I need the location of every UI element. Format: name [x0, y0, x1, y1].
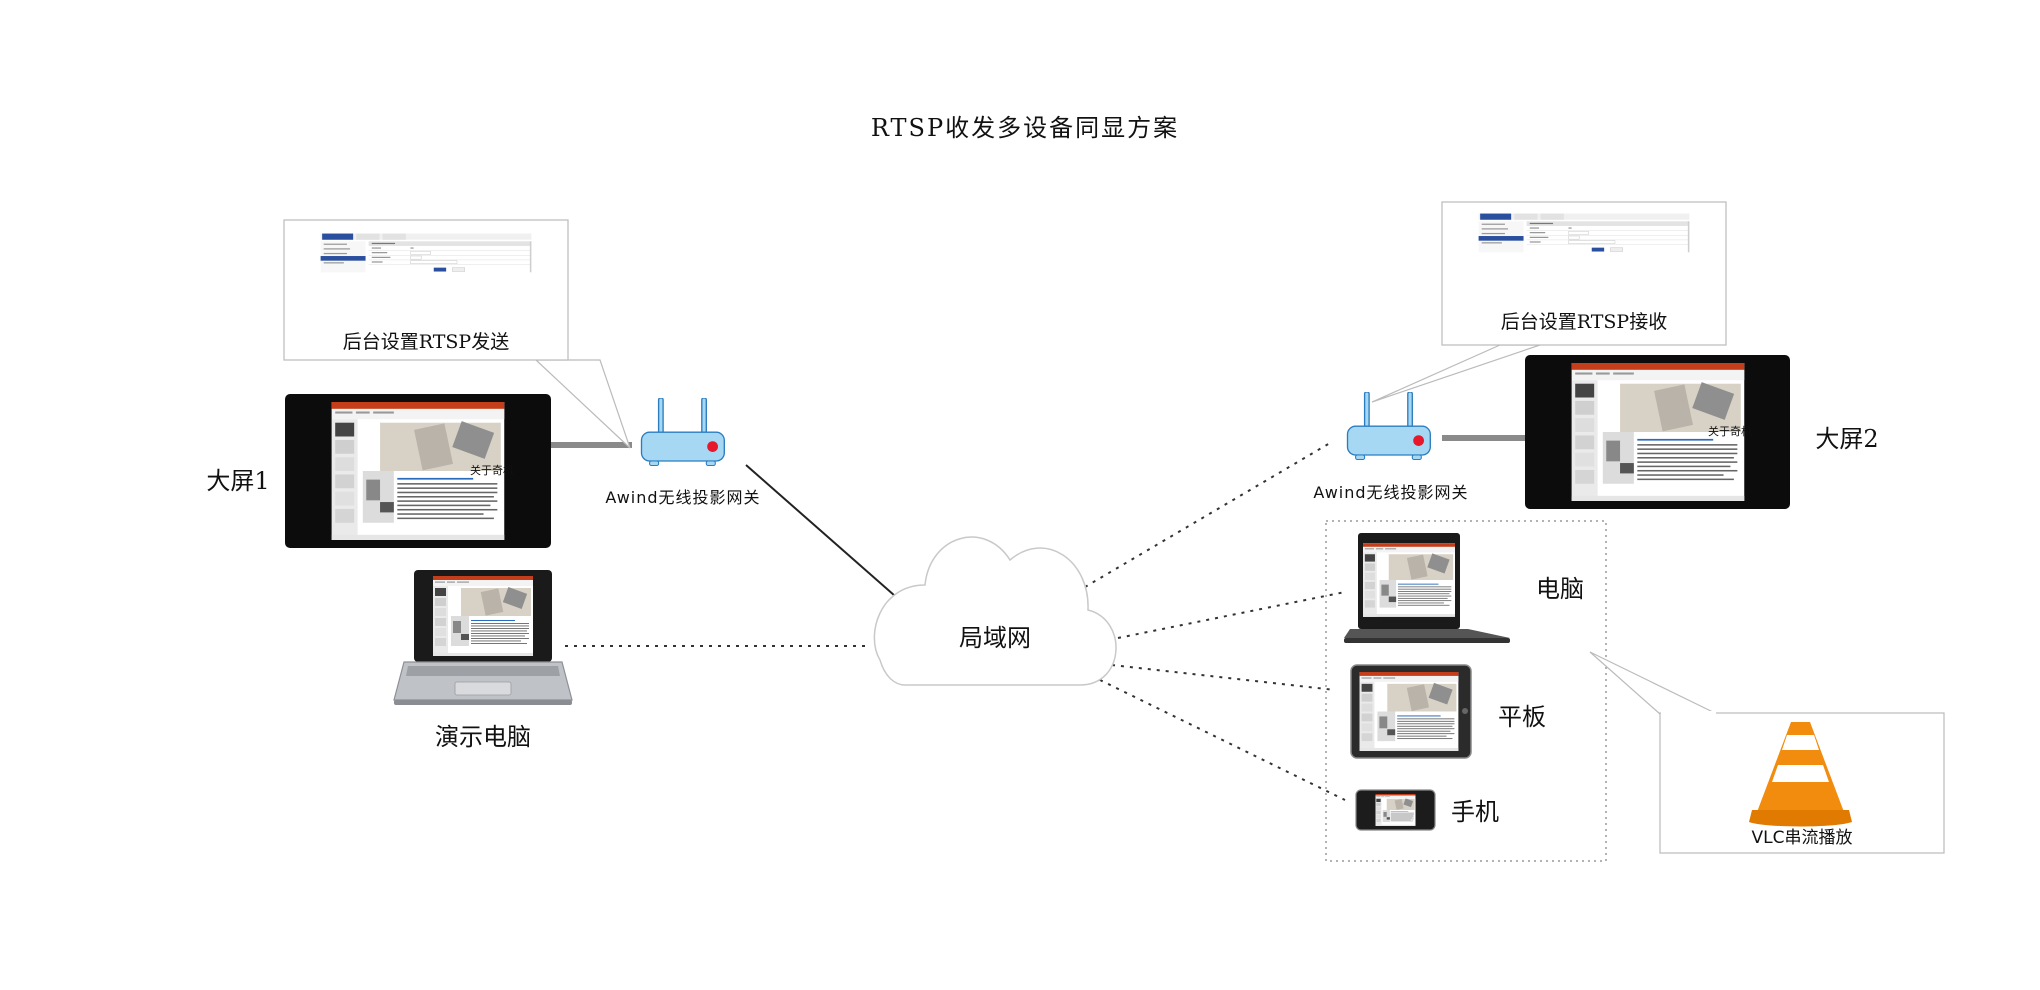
link-cloud-phone [1099, 679, 1346, 801]
client-pc-label: 电脑 [1536, 575, 1584, 603]
presentation-laptop: 演示电脑 [393, 570, 573, 751]
client-phone-label: 手机 [1451, 798, 1499, 826]
diagram-title: RTSP收发多设备同显方案 [871, 114, 1179, 142]
gateway-1: Awind无线投影网关 [605, 398, 760, 507]
vlc-label: VLC串流播放 [1752, 828, 1853, 848]
laptop-icon [1344, 533, 1510, 643]
cloud-icon [873, 536, 1117, 686]
client-tablet-label: 平板 [1498, 703, 1546, 731]
admin-panel-screenshot [317, 232, 535, 294]
link-router1-cloud [745, 464, 904, 604]
callout-sender-label: 后台设置RTSP发送 [343, 331, 509, 353]
router-icon [640, 398, 726, 467]
slide-heading: 关于奇机 [470, 463, 514, 477]
client-phone: 手机 [1355, 789, 1499, 831]
gateway-2: Awind无线投影网关 [1313, 392, 1468, 502]
connections [549, 435, 1528, 801]
big-screen-1-label: 大屏1 [206, 467, 269, 495]
link-cloud-router2 [1084, 442, 1331, 588]
client-tablet: 平板 [1350, 664, 1546, 759]
client-pc: 电脑 [1344, 533, 1584, 643]
vlc-cone-icon [1749, 722, 1852, 827]
big-screen-2-label: 大屏2 [1815, 425, 1878, 453]
big-screen-2: 关于奇机 大屏2 [1525, 355, 1879, 509]
router-icon [1346, 392, 1432, 461]
tablet-icon [1350, 664, 1472, 759]
client-group-frame [1325, 520, 1607, 862]
gateway-1-label: Awind无线投影网关 [605, 488, 760, 507]
callout-receiver: 后台设置RTSP接收 [1371, 201, 1727, 403]
admin-panel-screenshot-2 [1475, 212, 1693, 274]
vlc-callout: VLC串流播放 [1589, 651, 1945, 854]
phone-icon [1355, 789, 1436, 831]
presentation-laptop-label: 演示电脑 [435, 723, 531, 751]
callout-receiver-label: 后台设置RTSP接收 [1501, 311, 1667, 333]
callout-sender: 后台设置RTSP发送 [283, 219, 631, 449]
lan-label: 局域网 [959, 624, 1031, 652]
link-cloud-tablet [1111, 664, 1336, 691]
slide-heading-2: 关于奇机 [1708, 424, 1752, 438]
link-cloud-pc [1117, 591, 1346, 639]
lan-cloud: 局域网 [873, 536, 1117, 686]
gateway-2-label: Awind无线投影网关 [1313, 483, 1468, 502]
client-devices: 电脑 平板 手机 [1325, 520, 1607, 862]
laptop-icon [393, 570, 573, 705]
big-screen-1: 关于奇机 大屏1 [206, 394, 551, 548]
